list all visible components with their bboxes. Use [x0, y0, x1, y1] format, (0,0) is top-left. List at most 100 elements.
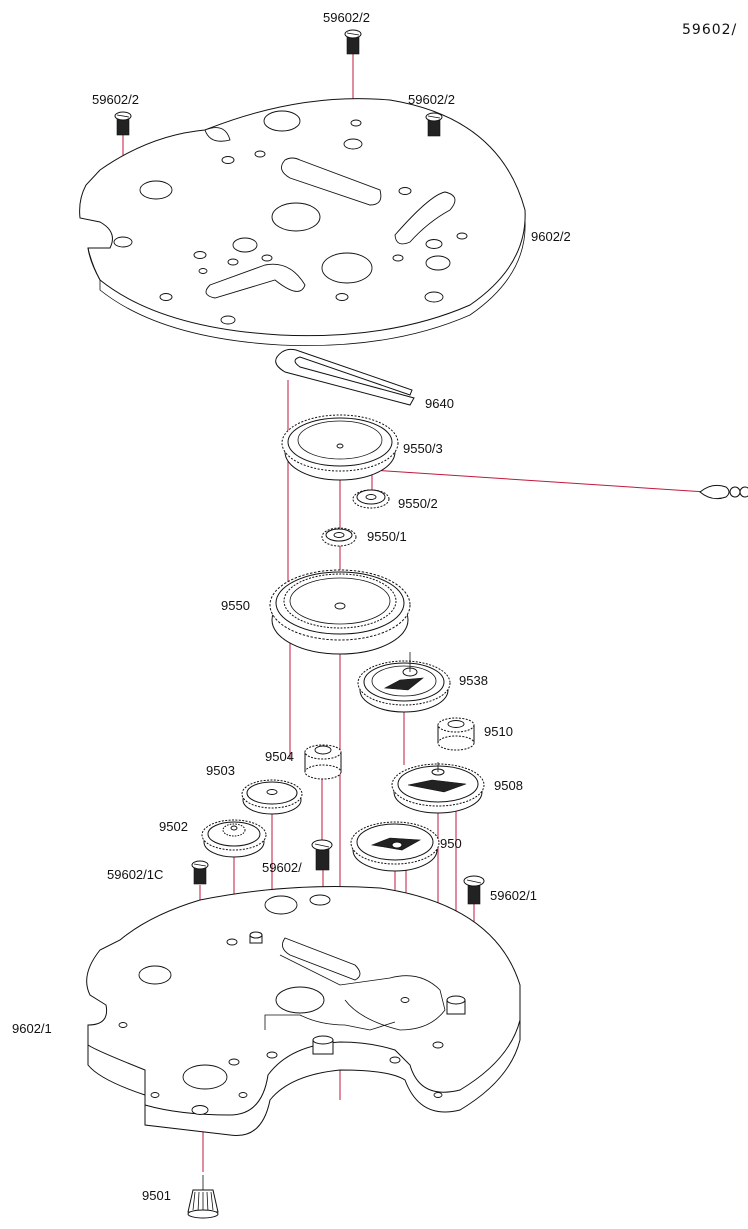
plate-hole [335, 293, 349, 301]
plate-hole [261, 254, 273, 262]
plate-hole [238, 1092, 248, 1098]
plate-hole [263, 110, 301, 132]
plate-hole [400, 997, 410, 1003]
label-gear-9504: 9504 [265, 749, 294, 764]
plate-slot [394, 191, 456, 245]
label-gear-9502: 9502 [159, 819, 188, 834]
plate-hole [392, 254, 404, 262]
crown-stem [699, 484, 748, 500]
plate-hole [232, 237, 258, 253]
plate-hole [321, 252, 373, 284]
screw-head [463, 875, 485, 887]
gear-spokes [371, 665, 437, 697]
plate-slot [205, 263, 306, 299]
gear-hub [333, 532, 345, 538]
screw-seat [191, 1105, 209, 1115]
labels: 59602/ 59602/2 59602/2 59602/2 9602/2 96… [12, 10, 737, 1203]
screw-slot [427, 115, 441, 119]
screw-seat [425, 239, 443, 249]
pinion-9501 [187, 1175, 219, 1219]
plate-hole [275, 986, 325, 1014]
label-pinion-9501: 9501 [142, 1188, 171, 1203]
pinion-teeth-bottom [437, 735, 475, 751]
label-screw-top-left: 59602/2 [92, 92, 139, 107]
plate-hole [150, 1092, 160, 1098]
gear-950 [350, 821, 440, 872]
label-gear-9508: 9508 [494, 778, 523, 793]
crown-ring [729, 486, 741, 498]
screw-59602-mid [311, 839, 333, 871]
label-top-plate: 9602/2 [531, 229, 571, 244]
gear-9550-1 [321, 527, 357, 547]
pinion-leaves [192, 1191, 214, 1213]
label-gear-9503: 9503 [206, 763, 235, 778]
plate-hole [425, 255, 451, 271]
plate-hole [254, 150, 266, 158]
plate-hole [389, 1056, 401, 1064]
gear-spoke-shade [383, 677, 424, 691]
plate-hole [350, 119, 362, 127]
plate-hole [227, 258, 239, 266]
gear-hub [365, 494, 377, 500]
pinion-teeth-bottom [304, 764, 342, 780]
label-bottom-plate: 9602/1 [12, 1021, 52, 1036]
screw-seat [343, 138, 363, 150]
plate-hole [456, 232, 468, 240]
screw-59602-1c [191, 860, 209, 885]
plate-hole [193, 251, 207, 259]
bottom-plate-recess [279, 954, 446, 1031]
gear-rim [287, 417, 393, 467]
spring-9640 [275, 348, 415, 406]
gear-spoke-shade [407, 779, 467, 793]
header-code: 59602/ [682, 22, 737, 38]
pinion-base [187, 1209, 219, 1219]
gear-9550-2 [352, 489, 390, 509]
top-plate-notch [204, 127, 231, 142]
gear-9503 [241, 779, 303, 815]
screw-top-right [425, 112, 443, 137]
crown-loop [699, 484, 730, 500]
plate-hole [309, 894, 331, 906]
screw-top-left [114, 111, 132, 136]
plate-hole [271, 202, 321, 232]
label-screw-59602-mid: 59602/ [262, 860, 302, 875]
plate-hole [432, 1041, 444, 1049]
top-plate [79, 98, 526, 347]
screw-top-center [344, 29, 362, 55]
plate-hole [118, 1022, 128, 1028]
plate-hole [221, 156, 235, 164]
plate-hole [398, 187, 412, 195]
gear-inner [289, 577, 391, 625]
gear-arbor [391, 841, 403, 849]
plate-hole [220, 315, 236, 325]
screw-seat [113, 236, 133, 248]
plate-hole [266, 1051, 278, 1059]
gear-hub [336, 443, 344, 449]
plate-hole [264, 895, 298, 915]
screw-59602-1 [463, 875, 485, 905]
gear-hub [230, 825, 238, 831]
plate-hole [159, 293, 173, 301]
label-gear-9538: 9538 [459, 673, 488, 688]
gear-inner-teeth [283, 573, 397, 629]
gear-9538 [357, 652, 451, 713]
label-gear-9550-2: 9550/2 [398, 496, 438, 511]
screw-slot [116, 114, 130, 118]
screw-slot [193, 863, 207, 867]
label-screw-top-center: 59602/2 [323, 10, 370, 25]
label-screw-59602-1c: 59602/1C [107, 867, 163, 882]
label-gear-950: 950 [440, 836, 462, 851]
label-gear-9510: 9510 [484, 724, 513, 739]
gear-9502 [201, 819, 267, 858]
screw-thread [346, 35, 360, 55]
axis-line-crown [371, 469, 707, 493]
plate-hole [198, 268, 208, 274]
plate-hole [138, 965, 172, 985]
gear-hub [334, 602, 346, 610]
gear-9510 [437, 717, 475, 751]
screw-slot [346, 32, 360, 36]
crown-ring [739, 486, 748, 498]
label-screw-top-right: 59602/2 [408, 92, 455, 107]
